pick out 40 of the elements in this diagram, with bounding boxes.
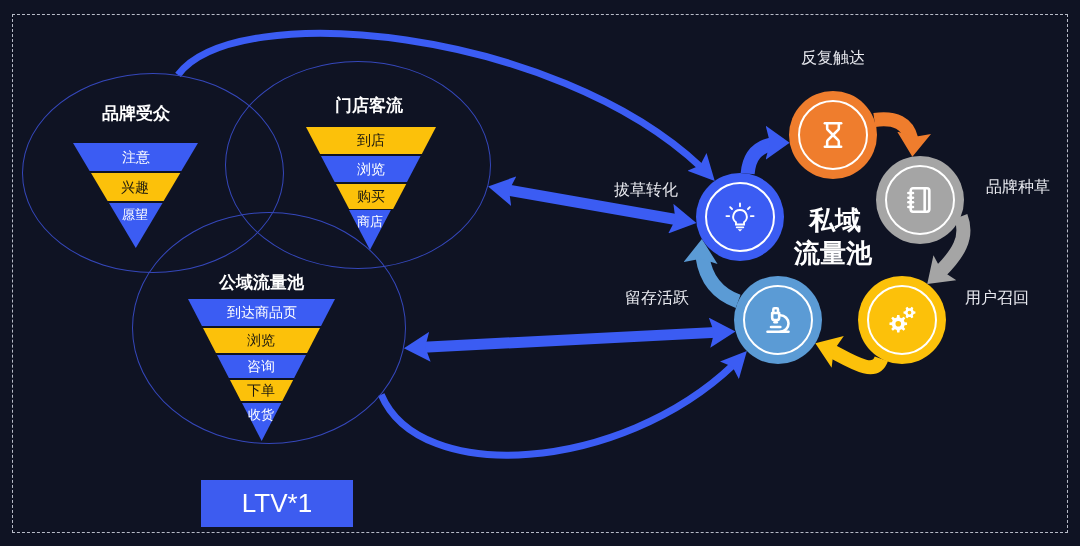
stage-label: 商店 — [357, 214, 383, 230]
stage-label: 注意 — [121, 148, 150, 166]
cycle-arrow — [873, 112, 931, 157]
cycle-arrow — [740, 126, 790, 175]
stage-label: 下单 — [247, 382, 276, 399]
step-label: 反复触达 — [801, 48, 865, 68]
double-arrow — [403, 317, 736, 362]
funnel-layer — [73, 143, 198, 171]
double-arrow — [487, 176, 698, 234]
step-label: 拔草转化 — [614, 180, 678, 200]
funnel-layer — [335, 184, 407, 209]
stage-label: 到店 — [357, 132, 385, 149]
funnel-layer — [90, 173, 181, 201]
step-label: 品牌种草 — [986, 177, 1050, 197]
funnel-layer — [321, 156, 421, 182]
pool-title: 门店客流 — [335, 95, 403, 117]
funnel-layer — [349, 210, 391, 250]
funnel-layer — [188, 299, 335, 326]
funnel-layer — [241, 403, 282, 441]
stage-label: 到达商品页 — [226, 304, 297, 321]
stage-label: 浏览 — [247, 332, 276, 349]
stage-label: 购买 — [357, 188, 385, 205]
funnel-layer — [203, 328, 320, 353]
stage-label: 收货 — [248, 407, 275, 423]
metric-banner: LTV*1 — [201, 480, 353, 527]
stage-label: 咨询 — [247, 358, 276, 375]
step-circle — [696, 173, 784, 261]
step-label: 留存活跃 — [625, 288, 689, 308]
pool-title: 公域流量池 — [218, 272, 304, 294]
funnel-layer — [306, 127, 436, 154]
funnel-layer — [229, 380, 294, 401]
stage-label: 兴趣 — [121, 178, 150, 196]
step-label: 用户召回 — [965, 288, 1029, 308]
center-title: 私域流量池 — [793, 203, 873, 269]
funnel-layer — [217, 355, 306, 378]
stage-label: 愿望 — [122, 207, 149, 223]
stage-label: 浏览 — [357, 160, 385, 178]
pool-title: 品牌受众 — [102, 103, 170, 125]
cycle-arrow — [684, 238, 741, 308]
funnel-layer — [108, 203, 163, 248]
